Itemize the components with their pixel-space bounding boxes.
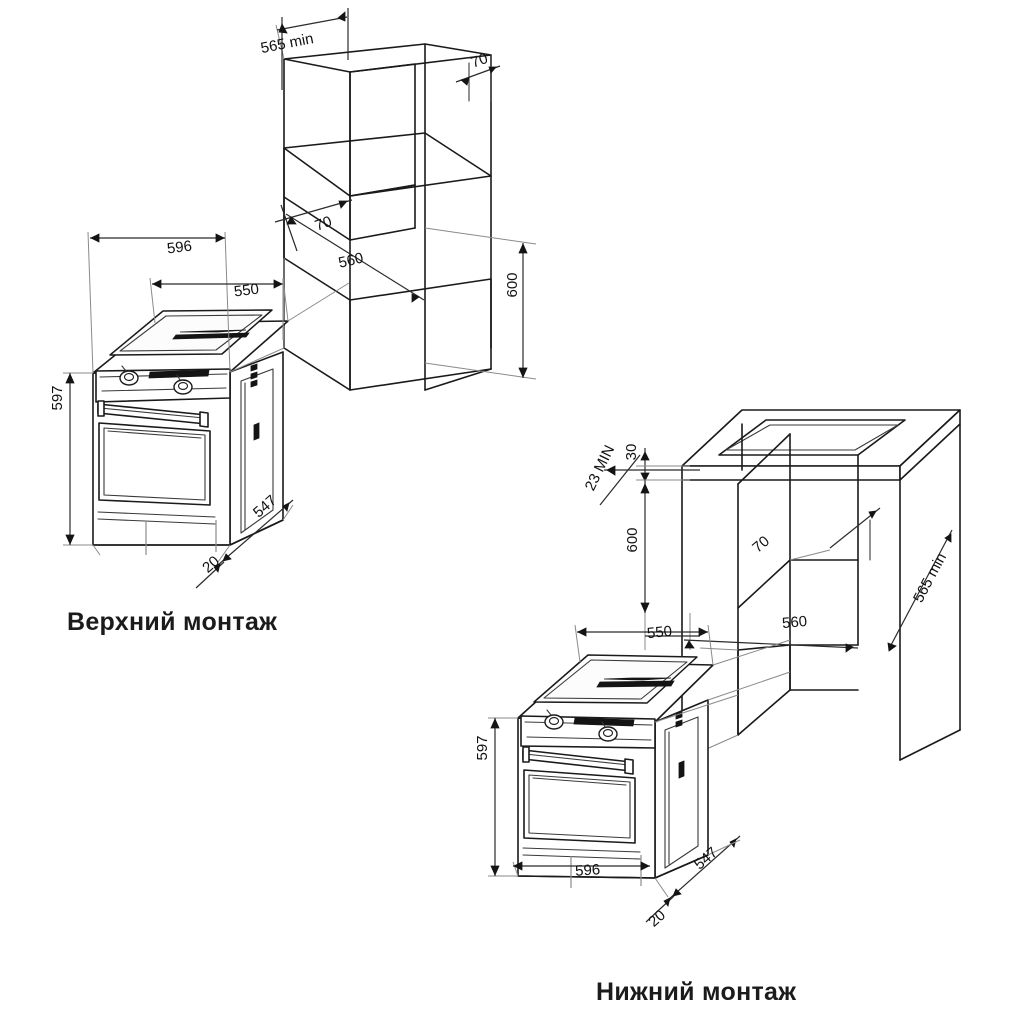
bottom-oven-door-handle — [522, 746, 634, 775]
bottom-oven-knob-right — [598, 721, 618, 742]
dim-bottom-20: 20 — [645, 907, 669, 931]
oven-door-handle — [97, 400, 209, 428]
bottom-oven-group — [517, 654, 714, 888]
dim-bottom-596: 596 — [575, 861, 601, 880]
dim-top-70-rear: 70 — [469, 50, 490, 72]
top-oven-dimensions — [63, 231, 294, 589]
dim-top-596: 596 — [166, 238, 193, 258]
top-cabinet-group — [283, 43, 492, 391]
dim-top-600: 600 — [504, 272, 521, 297]
dim-bottom-560: 560 — [781, 613, 807, 632]
dim-top-550: 550 — [233, 281, 260, 301]
dim-top-565min: 565 min — [259, 30, 315, 57]
dim-top-597: 597 — [49, 385, 66, 410]
dim-bottom-600: 600 — [624, 527, 641, 552]
oven-knob-left — [119, 365, 139, 386]
top-projection-lines — [229, 282, 350, 373]
bottom-cabinet-dimensions — [599, 448, 953, 653]
caption-bottom-install: Нижний монтаж — [596, 978, 796, 1006]
top-cabinet-dimensions — [274, 8, 537, 380]
dim-bottom-597: 597 — [474, 735, 491, 760]
caption-top-install: Верхний монтаж — [67, 608, 277, 636]
oven-side-vents — [250, 363, 260, 441]
dim-bottom-30: 30 — [623, 444, 640, 461]
bottom-oven-knob-left — [544, 709, 564, 730]
oven-knob-right — [173, 374, 193, 395]
dim-bottom-565min: 565 min — [910, 550, 950, 605]
bottom-projection-lines — [654, 639, 791, 723]
dim-top-560: 560 — [337, 250, 365, 272]
dim-top-20: 20 — [199, 553, 223, 577]
dim-top-70-interior: 70 — [313, 213, 334, 235]
bottom-oven-dimensions — [488, 624, 741, 923]
dim-bottom-70: 70 — [749, 533, 773, 557]
dim-bottom-550: 550 — [646, 623, 673, 643]
top-oven-group — [92, 309, 289, 555]
